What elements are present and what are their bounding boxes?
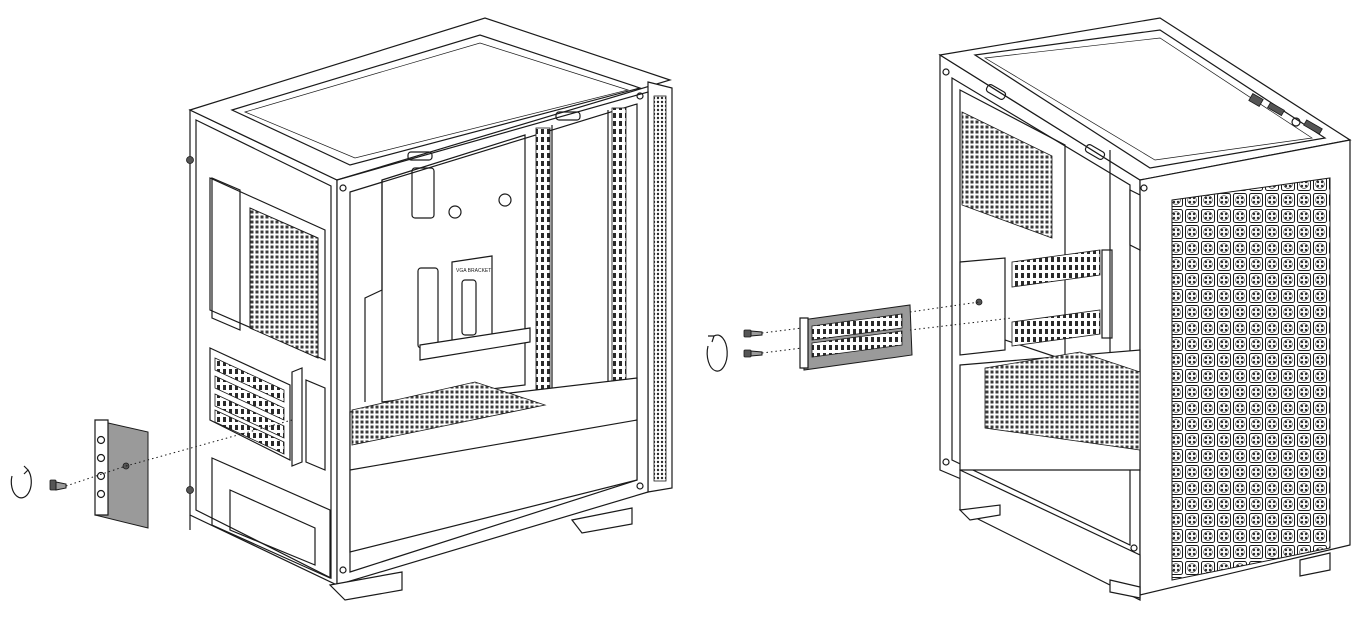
rear-expansion-slots [209,347,303,467]
screw-icon [743,329,763,338]
rotate-arrow-icon [10,469,32,499]
left-bracket-assembly [10,419,293,529]
right-case [938,17,1352,601]
screw-icon [49,479,67,491]
vga-bracket-mount: VGA BRACKET [451,255,493,345]
left-case: VGA BRACKET [186,17,673,601]
rotate-arrow-icon [706,334,728,372]
front-io-ports [1248,92,1323,135]
vga-bracket-label: VGA BRACKET [456,268,491,274]
right-bracket-assembly [706,301,1013,372]
screw-icon [743,349,763,358]
